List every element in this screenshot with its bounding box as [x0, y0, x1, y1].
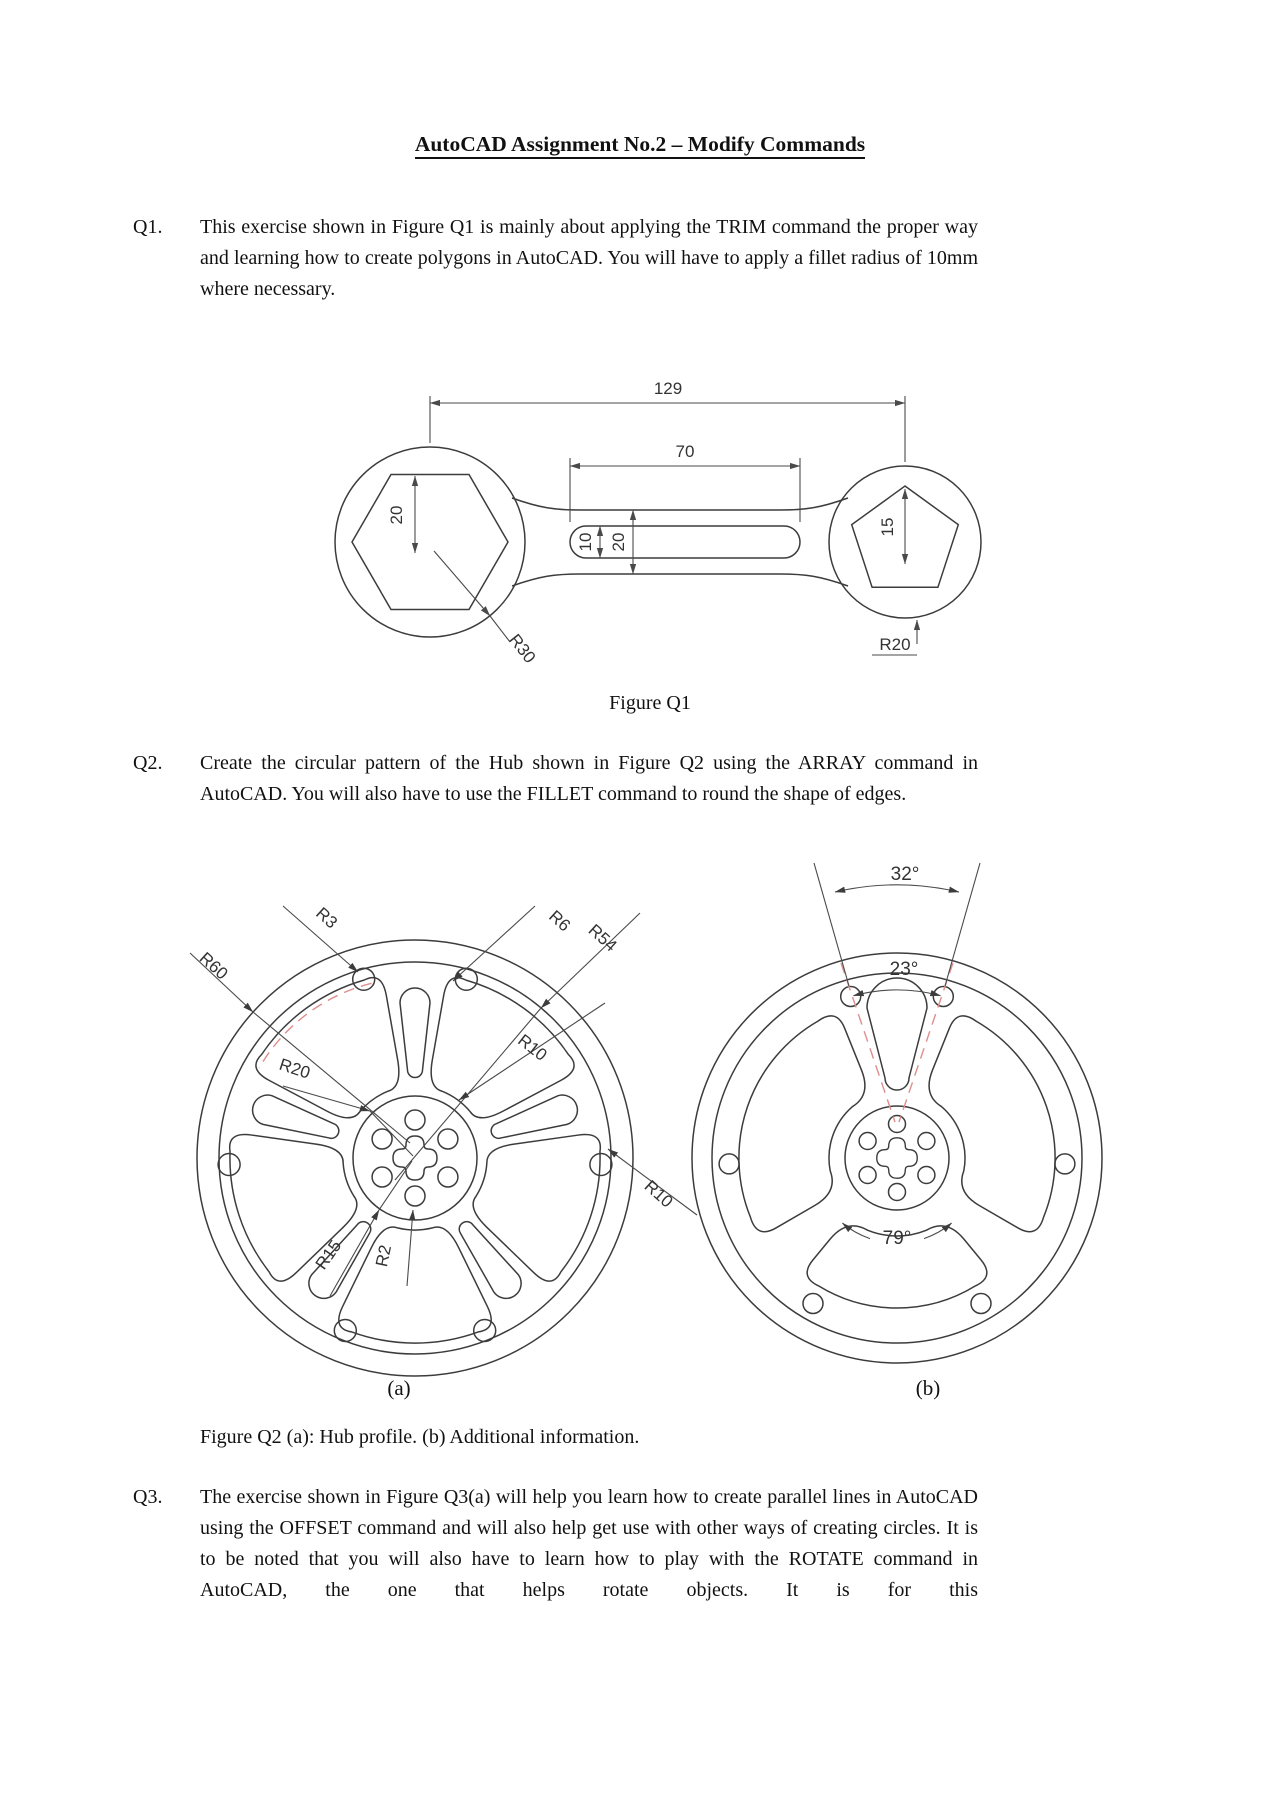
radius-hub-label: R20	[277, 1055, 313, 1083]
rim-holes	[718, 985, 1076, 1315]
fillet-highlight-arc	[258, 982, 372, 1069]
question-number: Q1.	[133, 216, 163, 238]
rim-holes	[217, 967, 613, 1343]
radius-hole-label: R3	[312, 904, 341, 933]
question-q2: Q2. Create the circular pattern of the H…	[133, 748, 978, 810]
question-q1: Q1. This exercise shown in Figure Q1 is …	[133, 212, 978, 305]
dim-overall-length: 129	[654, 379, 682, 398]
angle-slot-label: 23°	[890, 959, 919, 980]
angle-dimensions	[813, 862, 981, 1240]
pentagon-cutout	[850, 485, 960, 589]
angle-holes-label: 32°	[891, 864, 920, 885]
radius-outer-label: R60	[196, 948, 232, 983]
radius-small-hole-label: R2	[372, 1243, 395, 1268]
radius-leaders	[189, 905, 698, 1297]
hub-holes	[371, 1109, 459, 1207]
question-text: Create the circular pattern of the Hub s…	[200, 752, 978, 805]
dim-hex-size: 20	[387, 506, 406, 525]
figure-q2-drawing: R60 R3 R6 R54 R10 R20 R15 R2 R10	[189, 862, 1103, 1400]
hexagon-cutout	[351, 473, 509, 611]
figure-q1-caption: Figure Q1	[609, 692, 691, 714]
radius-fillet-side-label: R10	[641, 1176, 677, 1211]
center-clover-cutout	[876, 1137, 918, 1179]
radius-right-circle-label: R20	[879, 635, 910, 654]
array-axis-lines	[840, 962, 954, 1123]
dim-slot-height: 10	[576, 533, 595, 552]
part-outline	[334, 446, 982, 638]
slot-cutout	[569, 525, 801, 559]
angle-bottom-label: 79°	[883, 1228, 912, 1249]
window-cutouts	[709, 998, 1085, 1309]
page-title: AutoCAD Assignment No.2 – Modify Command…	[0, 132, 1280, 159]
question-number: Q3.	[133, 1486, 163, 1508]
hub-circle	[352, 1095, 478, 1221]
radius-slot-end-label: R6	[545, 907, 574, 936]
dim-shaft-height: 20	[609, 533, 628, 552]
dimensions: 129 70 20 10 20 15 R30 R20	[387, 379, 921, 667]
question-number: Q2.	[133, 752, 163, 774]
radius-rim-inner-label: R54	[585, 920, 621, 955]
question-text: The exercise shown in Figure Q3(a) will …	[200, 1486, 978, 1601]
subfigure-a-label: (a)	[387, 1376, 410, 1400]
hub-circle	[844, 1105, 950, 1211]
shaft-top-edge	[511, 497, 849, 511]
radius-hub-inner-label: R15	[312, 1237, 345, 1273]
figure-q2-caption: Figure Q2 (a): Hub profile. (b) Addition…	[200, 1426, 640, 1448]
hub-profile-a: R60 R3 R6 R54 R10 R20 R15 R2 R10	[189, 904, 698, 1377]
dim-pentagon-size: 15	[878, 518, 897, 537]
top-spoke-slot	[866, 977, 928, 1091]
figure-q1-drawing: 129 70 20 10 20 15 R30 R20	[334, 379, 982, 667]
subfigure-b-label: (b)	[916, 1376, 941, 1400]
shaft-bottom-edge	[511, 573, 849, 587]
radius-left-circle-label: R30	[505, 630, 539, 666]
hub-info-b: 32° 23° 79°	[691, 862, 1103, 1364]
question-text: This exercise shown in Figure Q1 is main…	[200, 216, 978, 300]
question-q3: Q3. The exercise shown in Figure Q3(a) w…	[133, 1482, 978, 1606]
dim-slot-length: 70	[676, 442, 695, 461]
hub-holes	[858, 1114, 936, 1202]
